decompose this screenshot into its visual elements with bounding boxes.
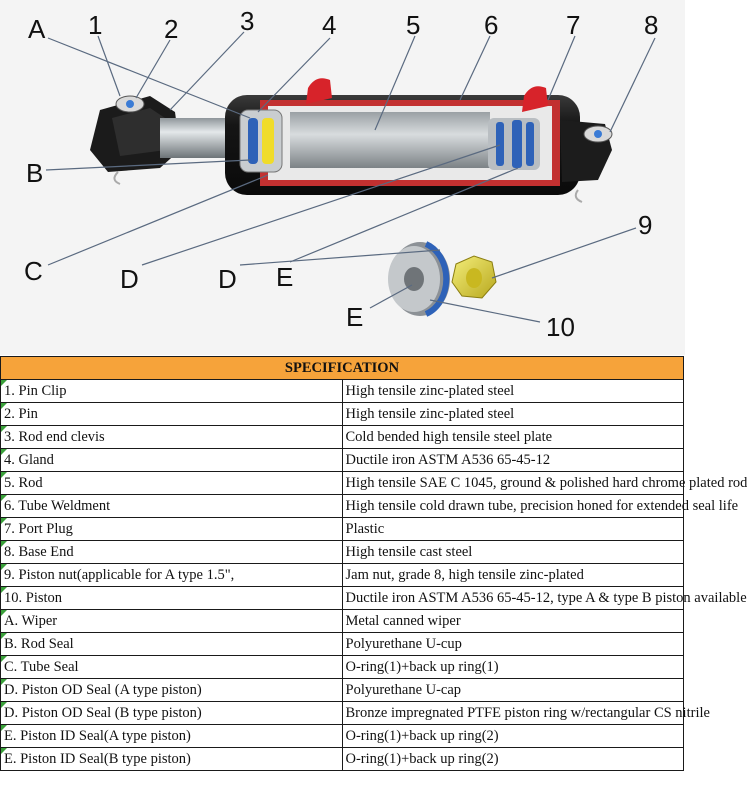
table-row: D. Piston OD Seal (B type piston)Bronze … (0, 701, 710, 725)
part-cell: 9. Piston nut(applicable for A type 1.5"… (0, 563, 343, 587)
part-cell: 3. Rod end clevis (0, 425, 343, 449)
piston-nut (451, 255, 497, 299)
material-cell: Cold bended high tensile steel plate (341, 425, 684, 449)
part-cell: 2. Pin (0, 402, 343, 426)
part-cell: 1. Pin Clip (0, 379, 343, 403)
callout-4: 4 (322, 10, 336, 40)
callout-1: 1 (88, 10, 102, 40)
part-cell: B. Rod Seal (0, 632, 343, 656)
table-row: 9. Piston nut(applicable for A type 1.5"… (0, 563, 684, 587)
callout-5: 5 (406, 10, 420, 40)
table-header-row: SPECIFICATION (0, 356, 684, 380)
callout-7: 7 (566, 10, 580, 40)
table-title: SPECIFICATION (0, 356, 684, 380)
table-row: E. Piston ID Seal(A type piston)O-ring(1… (0, 724, 684, 748)
part-cell: 10. Piston (0, 586, 343, 610)
material-cell: O-ring(1)+back up ring(2) (341, 724, 684, 748)
callout-d-left: D (120, 264, 139, 294)
material-cell: O-ring(1)+back up ring(1) (341, 655, 684, 679)
pin (113, 95, 145, 185)
material-cell: High tensile SAE C 1045, ground & polish… (341, 471, 747, 495)
material-cell: Bronze impregnated PTFE piston ring w/re… (341, 701, 710, 725)
port-plug-right (522, 86, 548, 112)
part-cell: 4. Gland (0, 448, 343, 472)
table-row: D. Piston OD Seal (A type piston)Polyure… (0, 678, 684, 702)
part-cell: D. Piston OD Seal (A type piston) (0, 678, 343, 702)
cylinder-diagram: A 1 2 3 4 5 6 7 8 B 9 C D D E E 10 (0, 0, 685, 355)
part-cell: A. Wiper (0, 609, 343, 633)
material-cell: Ductile iron ASTM A536 65-45-12 (341, 448, 684, 472)
piston (488, 118, 540, 170)
material-cell: High tensile cast steel (341, 540, 684, 564)
port-plug-left (306, 78, 332, 104)
material-cell: O-ring(1)+back up ring(2) (341, 747, 684, 771)
exploded-piston (388, 241, 450, 317)
callout-e-lower: E (346, 302, 363, 332)
callout-b: B (26, 158, 43, 188)
material-cell: Plastic (341, 517, 684, 541)
callout-9: 9 (638, 210, 652, 240)
callout-d-right: D (218, 264, 237, 294)
material-cell: High tensile cold drawn tube, precision … (341, 494, 738, 518)
material-cell: Metal canned wiper (341, 609, 684, 633)
callout-a: A (28, 14, 46, 44)
callout-2: 2 (164, 14, 178, 44)
callout-e-upper: E (276, 262, 293, 292)
material-cell: High tensile zinc-plated steel (341, 379, 684, 403)
part-cell: E. Piston ID Seal(B type piston) (0, 747, 343, 771)
base-end (560, 120, 613, 203)
part-cell: E. Piston ID Seal(A type piston) (0, 724, 343, 748)
material-cell: High tensile zinc-plated steel (341, 402, 684, 426)
callout-6: 6 (484, 10, 498, 40)
part-cell: 5. Rod (0, 471, 343, 495)
gland (239, 109, 283, 173)
part-cell: D. Piston OD Seal (B type piston) (0, 701, 343, 725)
leader-lines (45, 31, 656, 323)
table-row: E. Piston ID Seal(B type piston)O-ring(1… (0, 747, 684, 771)
callout-8: 8 (644, 10, 658, 40)
material-cell: Polyurethane U-cap (341, 678, 684, 702)
callout-10: 10 (546, 312, 575, 342)
material-cell: Ductile iron ASTM A536 65-45-12, type A … (341, 586, 747, 610)
cylinder-illustration: A 1 2 3 4 5 6 7 8 B 9 C D D E E 10 (24, 6, 658, 342)
material-cell: Polyurethane U-cup (341, 632, 684, 656)
part-cell: 8. Base End (0, 540, 343, 564)
material-cell: Jam nut, grade 8, high tensile zinc-plat… (341, 563, 684, 587)
part-cell: 7. Port Plug (0, 517, 343, 541)
callout-c: C (24, 256, 43, 286)
part-cell: C. Tube Seal (0, 655, 343, 679)
callout-3: 3 (240, 6, 254, 36)
part-cell: 6. Tube Weldment (0, 494, 343, 518)
